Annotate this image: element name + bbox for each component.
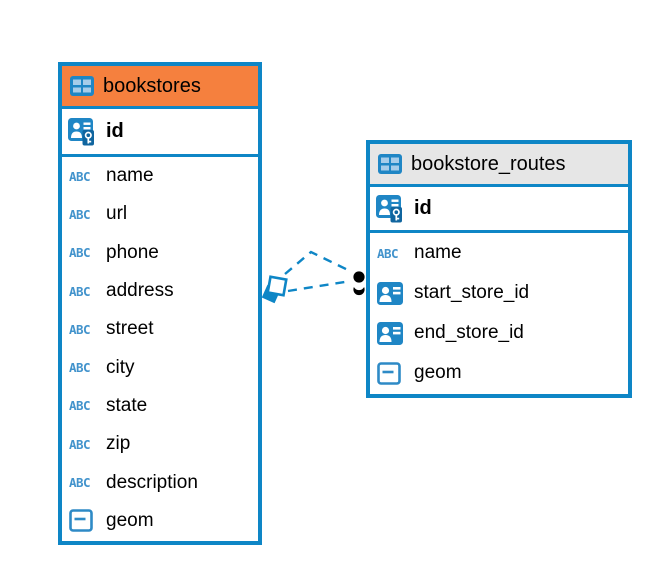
column-label: start_store_id [414,282,530,303]
text-type-icon: ABC [69,321,91,337]
primary-key-row[interactable]: id [62,109,258,157]
primary-key-icon [68,117,98,146]
geometry-icon [69,509,106,533]
column-label: geom [106,509,154,531]
one-end-marker[interactable] [353,271,365,296]
table-header[interactable]: bookstores [62,66,258,109]
column-label: street [106,318,154,340]
geometry-icon [377,361,414,385]
many-end-marker[interactable] [261,275,288,304]
column-row[interactable]: geom [62,502,258,540]
table-icon [378,154,402,174]
column-label: zip [106,433,131,455]
text-type-icon: ABC [69,475,91,491]
column-label: description [106,471,198,493]
column-list: ABC name ABC url ABC phone ABC address A… [62,157,258,540]
column-row[interactable]: ABC name [370,233,628,273]
entity-bookstores[interactable]: bookstores id ABC [58,62,262,545]
column-label: state [106,394,148,416]
entity-bookstore-routes[interactable]: bookstore_routes id ABC [366,140,632,398]
column-label: id [106,120,124,142]
relationship-line-lower[interactable] [287,279,352,293]
text-type-icon: ABC [69,245,91,261]
text-type-icon: ABC [69,206,91,222]
column-row[interactable]: start_store_id [370,273,628,313]
table-title: bookstores [103,74,201,97]
text-type-icon: ABC [69,360,91,376]
column-row[interactable]: geom [370,353,628,393]
column-row[interactable]: ABC address [62,272,258,310]
table-icon [70,76,94,96]
column-row[interactable]: ABC url [62,195,258,233]
column-row[interactable]: end_store_id [370,313,628,353]
column-label: geom [414,362,462,383]
table-title: bookstore_routes [411,152,566,175]
table-header[interactable]: bookstore_routes [370,144,628,187]
column-label: end_store_id [414,322,524,343]
relationship-line-upper[interactable] [284,250,353,275]
column-label: phone [106,241,159,263]
column-row[interactable]: ABC state [62,387,258,425]
column-row[interactable]: ABC phone [62,234,258,272]
column-row[interactable]: ABC zip [62,425,258,463]
column-row[interactable]: ABC street [62,310,258,348]
column-row[interactable]: ABC name [62,157,258,195]
column-label: id [414,197,432,219]
column-list: ABC name start_store_id [370,233,628,393]
column-row[interactable]: ABC description [62,463,258,501]
primary-key-icon [376,194,406,223]
text-type-icon: ABC [69,283,91,299]
column-label: city [106,356,135,378]
text-type-icon: ABC [69,398,91,414]
reference-icon [377,321,414,345]
text-type-icon: ABC [69,436,91,452]
text-type-icon: ABC [377,245,399,261]
text-type-icon: ABC [69,168,91,184]
reference-icon [377,281,414,305]
column-label: name [414,242,462,263]
relationship-link[interactable] [261,250,365,304]
column-label: name [106,165,154,187]
column-label: url [106,203,128,225]
column-label: address [106,280,174,302]
column-row[interactable]: ABC city [62,348,258,386]
primary-key-row[interactable]: id [370,187,628,233]
